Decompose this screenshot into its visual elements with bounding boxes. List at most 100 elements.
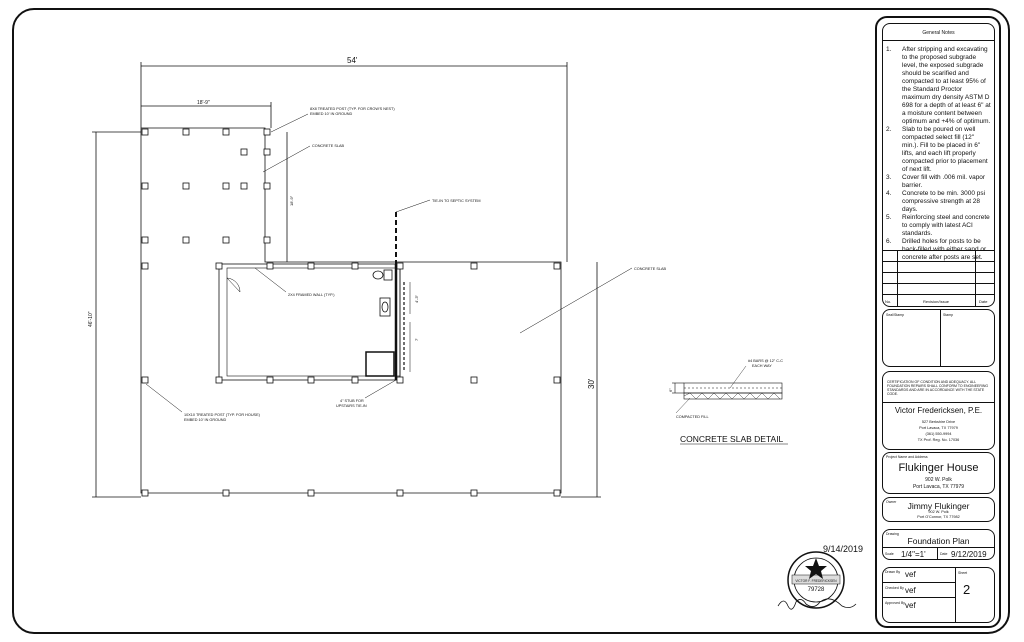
detail-fill-label: COMPACTED FILL xyxy=(676,415,709,419)
seal-name: VICTOR F. FREDERICKSEN xyxy=(795,579,837,583)
door-swing xyxy=(226,277,241,293)
date-label: Date xyxy=(940,552,948,556)
owner-box: Owner Jimmy Flukinger 902 W. Polk Port O… xyxy=(882,497,995,522)
dim-wall-b-label: 7' xyxy=(414,338,419,341)
dim-right-label: 30' xyxy=(587,378,596,389)
rev-desc-header: Revision/Issue xyxy=(923,299,950,304)
owner-label: Owner xyxy=(886,500,897,504)
post-marker xyxy=(266,376,274,384)
revision-table: No. Revision/Issue Date xyxy=(883,250,994,306)
post-marker xyxy=(215,262,223,270)
label-stub-2: UPSTAIRS TIE-IN xyxy=(336,404,367,408)
engineer-addr2: Port Lavaca, TX 77979 xyxy=(919,426,958,430)
engineer-cert: CERTIFICATION OF CONDITION AND ADEQUACY.… xyxy=(887,380,989,396)
general-notes-box: General Notes 1.After stripping and exca… xyxy=(882,23,995,307)
post-marker xyxy=(141,182,149,190)
post-marker xyxy=(263,236,271,244)
label-post-crows-2: EMBED 10' IN GROUND xyxy=(310,112,353,116)
leader-slab-upper xyxy=(262,145,311,173)
owner-addr2: Port O'Connor, TX 77982 xyxy=(917,515,960,519)
leader-post-house xyxy=(145,383,183,413)
toilet xyxy=(372,270,384,280)
project-addr2: Port Lavaca, TX 77979 xyxy=(912,484,965,490)
scale-value: 1/4"=1' xyxy=(901,550,926,559)
approved-label: Approved By xyxy=(885,601,906,605)
drawn-label: Drawn By xyxy=(885,570,901,574)
dim-notch-label: 18'-9" xyxy=(289,195,294,206)
date-value: 9/12/2019 xyxy=(951,550,987,559)
post-marker xyxy=(141,489,149,497)
leader-post-crows xyxy=(270,113,309,133)
dim-top-label: 54' xyxy=(347,56,358,65)
post-marker xyxy=(553,262,561,270)
post-marker xyxy=(222,182,230,190)
label-tie-in: TIE-IN TO SEPTIC SYSTEM xyxy=(432,199,481,203)
post-marker xyxy=(182,236,190,244)
checked-value: vef xyxy=(905,586,916,595)
owner-addr1: 902 W. Polk xyxy=(928,510,949,514)
sink xyxy=(379,297,391,317)
post-marker xyxy=(141,236,149,244)
title-block: General Notes 1.After stripping and exca… xyxy=(875,16,1001,628)
seal-number: 79728 xyxy=(808,587,825,593)
post-marker xyxy=(307,376,315,384)
label-post-house-2: EMBED 10' IN GROUND xyxy=(184,418,227,422)
interior-room xyxy=(218,263,401,381)
project-addr1: 902 W. Polk xyxy=(925,477,952,483)
sheet-no-label: Sheet xyxy=(958,571,968,575)
sheet-title-box: Drawing Foundation Plan Scale 1/4"=1' Da… xyxy=(882,529,995,560)
leader-framed-wall xyxy=(254,267,287,293)
post-marker xyxy=(266,262,274,270)
post-marker xyxy=(240,148,248,156)
note-item: 5.Reinforcing steel and concrete to comp… xyxy=(886,214,990,237)
note-item: 6.Drilled holes for posts to be back-fil… xyxy=(886,238,987,261)
post-marker xyxy=(263,182,271,190)
post-marker xyxy=(240,182,248,190)
scale-label: Scale xyxy=(885,552,894,556)
label-stub: 4" STUB FOR xyxy=(340,399,364,403)
signature xyxy=(777,598,857,610)
note-item: 4.Concrete to be min. 3000 psi compressi… xyxy=(886,190,986,213)
project-box: Project Name and Address Flukinger House… xyxy=(882,452,995,494)
post-marker xyxy=(222,128,230,136)
post-marker xyxy=(351,262,359,270)
notes-title: General Notes xyxy=(922,30,955,36)
post-marker xyxy=(396,376,404,384)
owner-name: Jimmy Flukinger xyxy=(907,501,970,511)
post-marker xyxy=(396,262,404,270)
seal-box: Seal/Stamp Stamp xyxy=(882,309,995,367)
post-marker xyxy=(215,376,223,384)
rev-date-header: Date xyxy=(979,299,988,304)
leader-slab-right xyxy=(519,267,633,334)
post-marker xyxy=(141,376,149,384)
dim-left-label: 46'-10" xyxy=(88,311,94,327)
engineer-phone: (361) 550-9994 xyxy=(925,432,952,436)
label-framed-wall: 2X4 FRAMED WALL (TYP.) xyxy=(288,293,335,297)
seal-right-label: Stamp xyxy=(943,313,954,317)
post-marker xyxy=(470,376,478,384)
detail-bars-label: #4 BARS @ 12" C-C xyxy=(748,359,783,363)
label-slab-upper: CONCRETE SLAB xyxy=(312,144,345,148)
label-post-crows: 8X8 TREATED POST (TYP. FOR CROW'S NEST) xyxy=(310,107,395,111)
post-marker xyxy=(307,489,315,497)
sign-box: Drawn By vef Checked By vef Approved By … xyxy=(882,567,995,623)
post-marker xyxy=(222,489,230,497)
post-marker xyxy=(396,489,404,497)
post-marker xyxy=(470,262,478,270)
post-marker xyxy=(141,262,149,270)
project-label: Project Name and Address xyxy=(886,455,928,459)
note-item: 1.After stripping and excavating to the … xyxy=(886,46,991,125)
approved-value: vef xyxy=(905,601,916,610)
note-item: 2.Slab to be poured on well compacted se… xyxy=(886,126,988,173)
engineer-seal xyxy=(777,551,857,610)
sheet-label: Drawing xyxy=(886,532,899,536)
post-marker xyxy=(263,128,271,136)
detail-bars-label-2: EACH WAY xyxy=(752,364,772,368)
stamp-date: 9/14/2019 xyxy=(823,544,864,554)
detail-thickness: 6" xyxy=(668,388,673,392)
dim-wall-a-label: 4'-3" xyxy=(414,294,419,303)
post-marker xyxy=(182,182,190,190)
label-post-house: 10X10 TREATED POST (TYP. FOR HOUSE) xyxy=(184,413,261,417)
shower xyxy=(365,351,395,377)
